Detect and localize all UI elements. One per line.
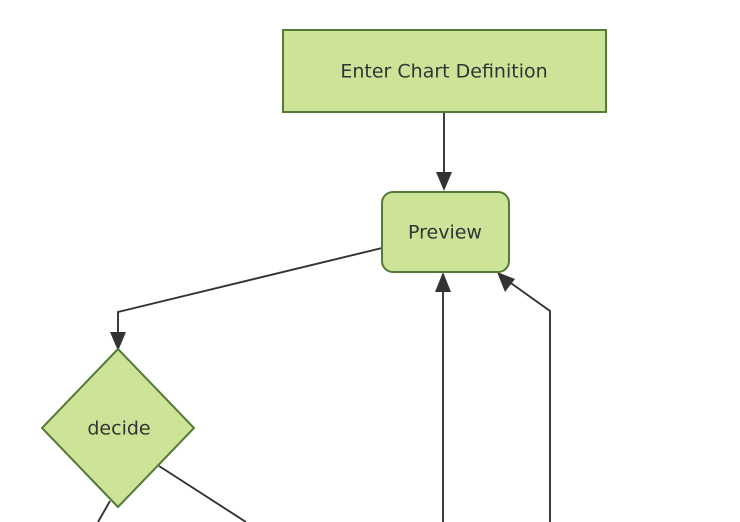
arrow-head-icon: [110, 332, 126, 351]
edge-layer: [97, 112, 551, 522]
node-preview-label: Preview: [408, 222, 482, 244]
node-layer: Enter Chart Definition Preview decide: [40, 29, 607, 509]
node-enter-chart-definition-label: Enter Chart Definition: [340, 61, 547, 83]
arrow-head-icon: [435, 272, 451, 292]
arrow-head-icon: [497, 272, 515, 292]
node-enter-chart-definition[interactable]: Enter Chart Definition: [282, 29, 607, 113]
edge-preview-to-decide[interactable]: [110, 247, 383, 351]
node-preview[interactable]: Preview: [381, 191, 510, 273]
edge-decide-out-right[interactable]: [158, 465, 247, 522]
edge-return-right-to-preview-line: [507, 280, 551, 522]
edge-preview-to-decide-line: [117, 247, 383, 339]
edge-enter-to-preview[interactable]: [436, 112, 452, 191]
node-decide-label: decide: [87, 418, 150, 440]
node-decide[interactable]: decide: [40, 347, 196, 509]
node-enter-chart-definition-shape: [282, 29, 607, 113]
edge-return-right-to-preview[interactable]: [497, 272, 551, 522]
node-decide-shape: [40, 347, 196, 509]
edge-decide-out-right-line: [158, 465, 247, 522]
node-preview-shape: [381, 191, 510, 273]
edge-return-center-to-preview[interactable]: [435, 272, 451, 522]
edge-decide-out-left-line: [97, 500, 111, 522]
arrow-head-icon: [436, 172, 452, 191]
edge-decide-out-left[interactable]: [97, 500, 111, 522]
